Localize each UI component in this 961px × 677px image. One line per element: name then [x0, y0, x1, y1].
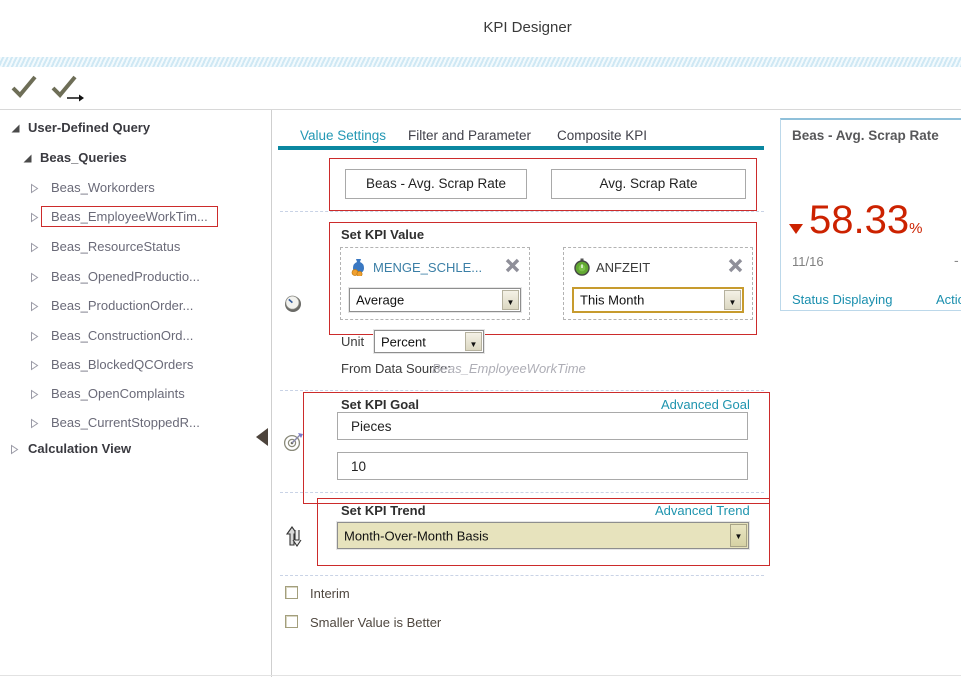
- dropdown-button[interactable]: ▼: [724, 290, 741, 310]
- time-field-label: ANFZEIT: [596, 260, 650, 275]
- tree-collapse-icon[interactable]: [30, 183, 39, 194]
- tab-filter-and-parameter[interactable]: Filter and Parameter: [408, 128, 531, 143]
- interim-checkbox[interactable]: [285, 586, 298, 599]
- confirm-icon: [10, 74, 38, 100]
- header-stripe-band: [0, 57, 961, 67]
- dropdown-arrow-icon: ▼: [507, 298, 515, 307]
- dropdown-arrow-icon: ▼: [735, 532, 743, 541]
- tab-underline: [278, 146, 764, 150]
- set-kpi-trend-title: Set KPI Trend: [341, 503, 426, 518]
- kpi-preview-card: Beas - Avg. Scrap Rate 58.33 % 11/16 - S…: [780, 118, 961, 311]
- tab-value-settings[interactable]: Value Settings: [300, 128, 386, 143]
- kpi-name-input[interactable]: Beas - Avg. Scrap Rate: [345, 169, 527, 199]
- time-card: ANFZEIT This Month ▼: [563, 247, 753, 320]
- advanced-trend-link[interactable]: Advanced Trend: [655, 503, 750, 518]
- data-source-value: Beas_EmployeeWorkTime: [432, 361, 586, 376]
- interim-label: Interim: [310, 586, 350, 601]
- toolbar-divider: [0, 109, 961, 110]
- dropdown-button[interactable]: ▼: [502, 290, 519, 310]
- trend-basis-select[interactable]: Month-Over-Month Basis ▼: [337, 522, 749, 549]
- set-kpi-goal-title: Set KPI Goal: [341, 397, 419, 412]
- tab-composite-kpi[interactable]: Composite KPI: [557, 128, 647, 143]
- tree-collapse-icon[interactable]: [30, 242, 39, 253]
- tree-item-label: Beas_Workorders: [51, 180, 155, 195]
- tree-item-label: Beas_CurrentStoppedR...: [51, 415, 200, 430]
- tree-collapse-icon[interactable]: [30, 301, 39, 312]
- tree-item-label: Beas_EmployeeWorkTim...: [41, 206, 218, 227]
- unit-label: Unit: [341, 334, 364, 349]
- measure-card: MENGE_SCHLE... Average ▼: [340, 247, 530, 320]
- kpi-goal-icon: [283, 431, 304, 457]
- tree-collapse-icon[interactable]: [30, 212, 39, 223]
- dropdown-arrow-icon: ▼: [729, 298, 737, 307]
- tree-item-label: Beas_ProductionOrder...: [51, 298, 193, 313]
- tree-item-label: Beas_OpenedProductio...: [51, 269, 200, 284]
- aggregation-select[interactable]: Average ▼: [349, 288, 521, 312]
- smaller-value-is-better-label: Smaller Value is Better: [310, 615, 441, 630]
- kpi-trend-icon: [284, 525, 303, 553]
- section-divider: [280, 492, 764, 493]
- tree-item-label: User-Defined Query: [28, 120, 150, 135]
- smaller-value-is-better-checkbox[interactable]: [285, 615, 298, 628]
- tree-item-label: Calculation View: [28, 441, 131, 456]
- panel-collapse-icon: [255, 427, 269, 447]
- set-kpi-value-title: Set KPI Value: [341, 227, 424, 242]
- tree-item-label: Beas_ResourceStatus: [51, 239, 180, 254]
- panel-divider: [271, 110, 272, 677]
- preview-value-row: 58.33 %: [809, 200, 922, 240]
- tree-item-label: Beas_Queries: [40, 150, 127, 165]
- time-icon: [574, 258, 590, 276]
- preview-value: 58.33: [809, 200, 909, 240]
- window-bottom-edge: [0, 675, 961, 676]
- tree-collapse-icon[interactable]: [30, 272, 39, 283]
- goal-value-input[interactable]: 10: [337, 452, 748, 480]
- action-link[interactable]: Action: [936, 292, 961, 307]
- time-period-select[interactable]: This Month ▼: [572, 287, 744, 313]
- tree-item-label: Beas_OpenComplaints: [51, 386, 185, 401]
- tree-expand-icon[interactable]: [22, 153, 33, 164]
- preview-title: Beas - Avg. Scrap Rate: [792, 128, 939, 143]
- trend-down-icon: [789, 224, 803, 234]
- measure-icon: [351, 258, 367, 276]
- kpi-short-name-input[interactable]: Avg. Scrap Rate: [551, 169, 746, 199]
- section-divider: [280, 390, 764, 391]
- status-displaying-link[interactable]: Status Displaying: [792, 292, 892, 307]
- remove-time-icon[interactable]: [728, 258, 743, 273]
- confirm-and-next-button[interactable]: [50, 74, 88, 104]
- confirm-button[interactable]: [10, 74, 40, 102]
- confirm-forward-icon: [50, 74, 86, 104]
- remove-measure-icon[interactable]: [505, 258, 520, 273]
- dropdown-button[interactable]: ▼: [465, 332, 482, 351]
- advanced-goal-link[interactable]: Advanced Goal: [661, 397, 750, 412]
- collapse-panel-button[interactable]: [255, 427, 269, 447]
- tree-collapse-icon[interactable]: [30, 418, 39, 429]
- tree-collapse-icon[interactable]: [30, 389, 39, 400]
- preview-goal-placeholder: -: [954, 252, 959, 268]
- section-divider: [280, 575, 764, 576]
- dropdown-arrow-icon: ▼: [470, 340, 478, 349]
- goal-type-input[interactable]: Pieces: [337, 412, 748, 440]
- tree-item-label: Beas_BlockedQCOrders: [51, 357, 193, 372]
- tree-collapse-icon[interactable]: [30, 331, 39, 342]
- measure-field-label: MENGE_SCHLE...: [373, 260, 482, 275]
- preview-unit: %: [909, 218, 922, 240]
- tree-item-label: Beas_ConstructionOrd...: [51, 328, 193, 343]
- section-divider: [280, 211, 764, 212]
- tree-expand-icon[interactable]: [10, 123, 21, 134]
- page-title: KPI Designer: [0, 19, 961, 36]
- tree-collapse-icon[interactable]: [10, 444, 19, 455]
- tree-collapse-icon[interactable]: [30, 360, 39, 371]
- unit-select[interactable]: Percent ▼: [374, 330, 484, 353]
- dropdown-button[interactable]: ▼: [730, 524, 747, 547]
- kpi-value-icon: [284, 294, 303, 318]
- preview-period: 11/16: [792, 254, 824, 269]
